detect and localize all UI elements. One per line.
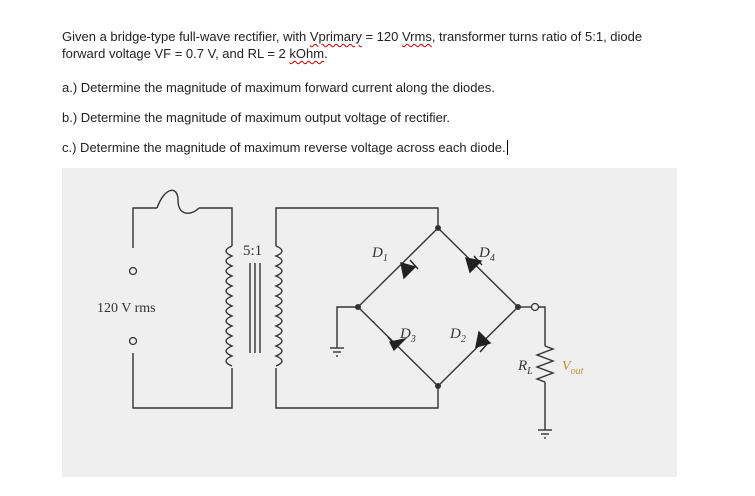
text-cursor bbox=[506, 140, 508, 155]
wire bbox=[156, 189, 200, 214]
wire bbox=[132, 207, 157, 248]
label-d3: D3 bbox=[399, 326, 416, 345]
label-d2: D2 bbox=[449, 326, 466, 345]
wire bbox=[538, 306, 546, 346]
primary-coil bbox=[225, 245, 234, 367]
statement-text: Given a bridge-type full-wave rectifier,… bbox=[62, 29, 310, 44]
output-terminal bbox=[530, 302, 540, 312]
problem-text: Given a bridge-type full-wave rectifier,… bbox=[62, 28, 742, 155]
terminal-bottom bbox=[128, 336, 138, 346]
problem-statement: Given a bridge-type full-wave rectifier,… bbox=[62, 28, 742, 62]
spellcheck-word-vrms: Vrms bbox=[401, 29, 432, 44]
circuit-figure: 120 V rms 5:1 D1 D4 D3 D2 RL Vout bbox=[62, 168, 677, 477]
terminal-top bbox=[128, 266, 138, 276]
load-resistor bbox=[535, 345, 555, 383]
ground-symbol bbox=[330, 347, 344, 357]
bridge-node-bottom bbox=[435, 383, 441, 389]
label-vout: Vout bbox=[562, 359, 584, 377]
label-rl: RL bbox=[517, 358, 533, 377]
question-c-text: c.) Determine the magnitude of maximum r… bbox=[62, 140, 506, 155]
wire bbox=[336, 306, 358, 348]
bridge-node-right bbox=[515, 304, 521, 310]
turns-ratio-label: 5:1 bbox=[243, 243, 262, 259]
label-d4: D4 bbox=[478, 245, 495, 264]
diode-d3 bbox=[387, 336, 408, 352]
spellcheck-word-vprimary: Vprimary bbox=[309, 29, 362, 44]
diode-d2 bbox=[475, 330, 492, 353]
statement-text: . bbox=[324, 46, 328, 61]
bridge-node-top bbox=[435, 225, 441, 231]
transformer-core bbox=[249, 263, 261, 353]
statement-text: , transformer turns ratio of 5:1, diode bbox=[431, 29, 643, 44]
diode-d4 bbox=[465, 255, 483, 274]
wire bbox=[275, 368, 439, 409]
statement-text: forward voltage VF = 0.7 V, and RL = 2 bbox=[62, 46, 290, 61]
question-b: b.) Determine the magnitude of maximum o… bbox=[62, 110, 451, 125]
question-a: a.) Determine the magnitude of maximum f… bbox=[62, 80, 495, 95]
bridge-node-left bbox=[355, 304, 361, 310]
spellcheck-word-kohm: kOhm bbox=[289, 46, 325, 61]
wire bbox=[132, 353, 233, 409]
wire bbox=[275, 207, 439, 246]
question-c: c.) Determine the magnitude of maximum r… bbox=[62, 139, 508, 156]
source-voltage-label: 120 V rms bbox=[97, 301, 156, 316]
statement-text: = 120 bbox=[361, 29, 402, 44]
wire bbox=[199, 207, 233, 246]
diode-d1 bbox=[400, 259, 419, 280]
bridge-rectifier-circuit: 120 V rms 5:1 D1 D4 D3 D2 RL Vout bbox=[97, 189, 584, 439]
label-d1: D1 bbox=[371, 245, 388, 264]
secondary-coil bbox=[274, 245, 283, 367]
ground-symbol bbox=[538, 429, 552, 439]
